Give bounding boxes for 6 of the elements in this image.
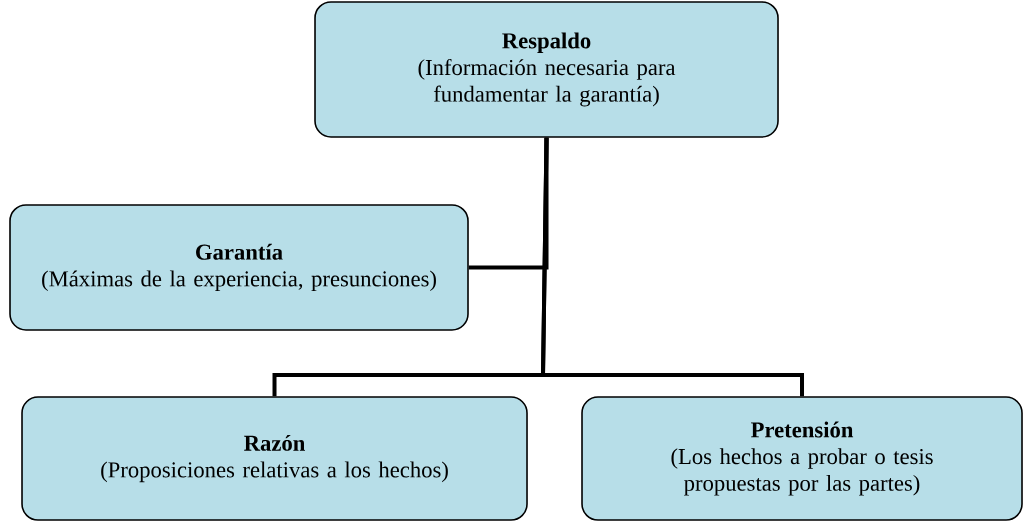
text-box: Pretensión (Los hechos a probar o tesis propuestas por las partes) [581, 396, 1023, 521]
text-box: Respaldo (Información necesaria para fundamentar la garantía) [314, 1, 779, 138]
text-box: Razón (Proposiciones relativas a los hechos) [21, 396, 528, 521]
text-box: Garantía (Máximas de la experiencia, presunciones) [9, 204, 469, 331]
connector-line [541, 137, 804, 397]
connector-line [468, 137, 549, 270]
